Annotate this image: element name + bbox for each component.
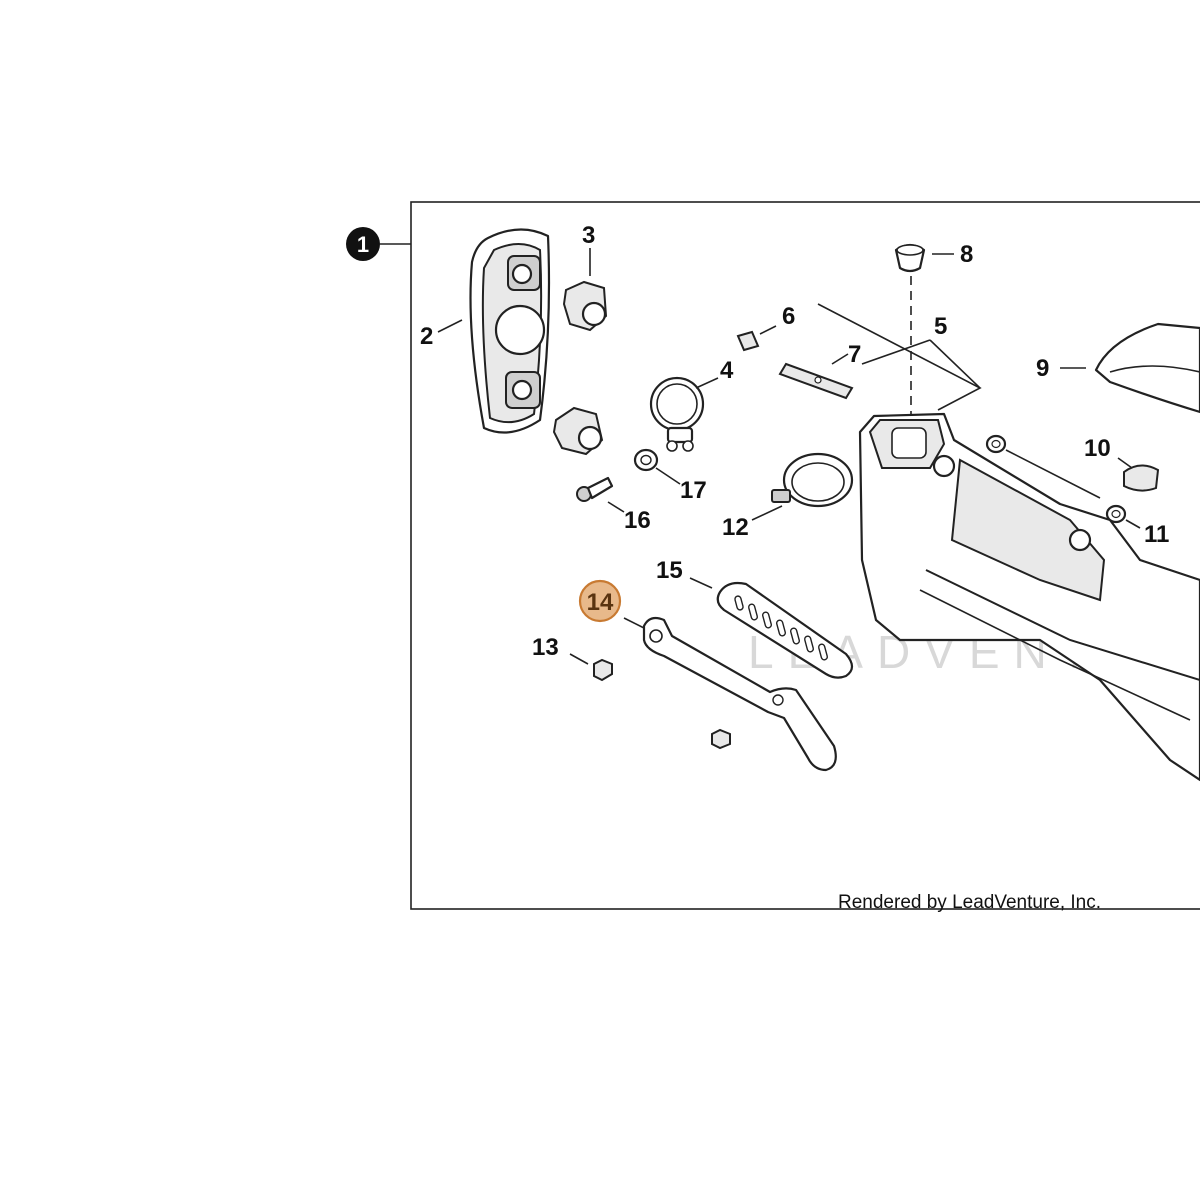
callout-12[interactable]: 12 [722, 514, 749, 541]
callout-2[interactable]: 2 [420, 323, 433, 350]
callout-17[interactable]: 17 [680, 477, 707, 504]
part-6-key[interactable] [736, 330, 760, 352]
part-5-handle-housing[interactable] [858, 412, 1200, 782]
callout-5[interactable]: 5 [934, 313, 947, 340]
assembly-frame [410, 201, 1200, 910]
callout-3[interactable]: 3 [582, 222, 595, 249]
callout-11[interactable]: 11 [1144, 521, 1169, 548]
assembly-marker[interactable]: 1 [346, 227, 411, 261]
credit-text: Rendered by LeadVenture, Inc. [838, 892, 1101, 913]
part-4-clamp[interactable] [649, 376, 705, 452]
part-2-end-cap[interactable] [469, 228, 551, 434]
part-13-bolt-lower[interactable] [711, 728, 731, 750]
callout-13[interactable]: 13 [532, 634, 559, 661]
part-3-bushing-lower[interactable] [552, 406, 604, 456]
part-8-grommet[interactable] [894, 243, 926, 273]
part-11-nut-upper[interactable] [985, 434, 1007, 454]
part-14-lever-arm[interactable] [642, 616, 837, 772]
part-7-plate[interactable] [778, 362, 854, 400]
part-3-bushing-upper[interactable] [562, 280, 608, 332]
callout-7[interactable]: 7 [848, 341, 861, 368]
part-17-washer[interactable] [633, 448, 659, 472]
part-10-clip[interactable] [1123, 464, 1160, 492]
callout-15[interactable]: 15 [656, 557, 683, 584]
part-13-bolt-upper[interactable] [593, 658, 613, 682]
callout-14-highlight[interactable]: 14 [578, 579, 622, 623]
callout-8[interactable]: 8 [960, 241, 973, 268]
part-16-screw[interactable] [576, 476, 614, 502]
callout-6[interactable]: 6 [782, 303, 795, 330]
part-12-holder[interactable] [771, 452, 854, 508]
part-15-slotted-plate[interactable] [716, 581, 854, 679]
callout-9[interactable]: 9 [1036, 355, 1049, 382]
callout-10[interactable]: 10 [1084, 435, 1111, 462]
assembly-marker-label: 1 [357, 232, 369, 257]
callout-14: 14 [587, 589, 614, 616]
callout-16[interactable]: 16 [624, 507, 651, 534]
part-11-nut-lower[interactable] [1105, 504, 1127, 524]
part-11-guide-line [1005, 449, 1101, 499]
callout-4[interactable]: 4 [720, 357, 734, 384]
part-9-top-cover[interactable] [1094, 322, 1200, 414]
leader-lines [437, 248, 1141, 665]
